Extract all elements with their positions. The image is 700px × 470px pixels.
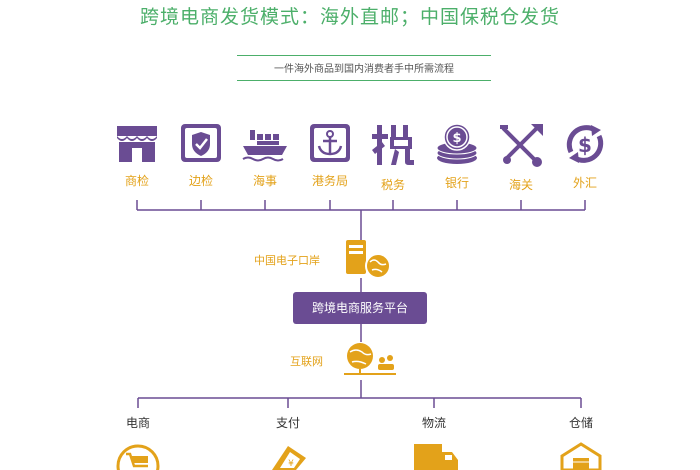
service-label: 支付 <box>275 416 300 430</box>
agency-item: 边检 <box>171 122 231 189</box>
agency-label: 外汇 <box>572 176 597 190</box>
agency-label: 海事 <box>252 174 277 188</box>
shield-check-icon <box>181 124 221 162</box>
subtitle-box: 一件海外商品到国内消费者手中所需流程 <box>237 55 491 81</box>
subtitle: 一件海外商品到国内消费者手中所需流程 <box>274 64 454 75</box>
service-label: 仓储 <box>568 416 593 430</box>
agency-item: 海事 <box>235 122 295 189</box>
page-title: 跨境电商发货模式：海外直邮；中国保税仓发货 <box>139 6 560 28</box>
delivery-truck-icon <box>414 444 458 470</box>
service-label: 物流 <box>421 416 446 430</box>
agency-item: $ 银行 <box>427 122 487 191</box>
agency-item: 港务局 <box>300 122 360 189</box>
agency-item: 商检 <box>107 122 167 189</box>
payment-card-icon: ¥ <box>272 446 306 470</box>
platform-box: 跨境电商服务平台 <box>293 292 427 324</box>
svg-text:¥: ¥ <box>288 459 294 469</box>
anchor-icon <box>310 124 350 162</box>
shopping-cart-icon <box>116 444 160 470</box>
internet-network-icon <box>344 343 396 375</box>
svg-text:$: $ <box>578 133 592 157</box>
agency-label: 银行 <box>444 176 469 190</box>
tax-character-icon <box>372 125 414 165</box>
storefront-icon <box>117 126 157 162</box>
service-label: 电商 <box>125 416 150 430</box>
coin-stack-icon: $ <box>436 123 478 164</box>
server-globe-icon <box>346 240 391 279</box>
agency-label: 税务 <box>380 178 405 192</box>
currency-exchange-icon: $ <box>566 125 604 163</box>
internet-label: 互联网 <box>290 355 323 368</box>
agency-label: 港务局 <box>311 174 348 188</box>
agency-item: 海关 <box>491 122 551 193</box>
agency-label: 海关 <box>508 178 533 192</box>
agency-item: $ 外汇 <box>555 122 615 191</box>
cargo-ship-icon <box>242 130 287 162</box>
warehouse-icon <box>560 442 602 470</box>
svg-text:$: $ <box>452 131 461 146</box>
port-label: 中国电子口岸 <box>254 254 320 267</box>
agency-label: 边检 <box>188 174 213 188</box>
agency-label: 商检 <box>124 174 149 188</box>
crossed-tools-icon <box>500 124 543 167</box>
agency-item: 税务 <box>363 122 423 193</box>
